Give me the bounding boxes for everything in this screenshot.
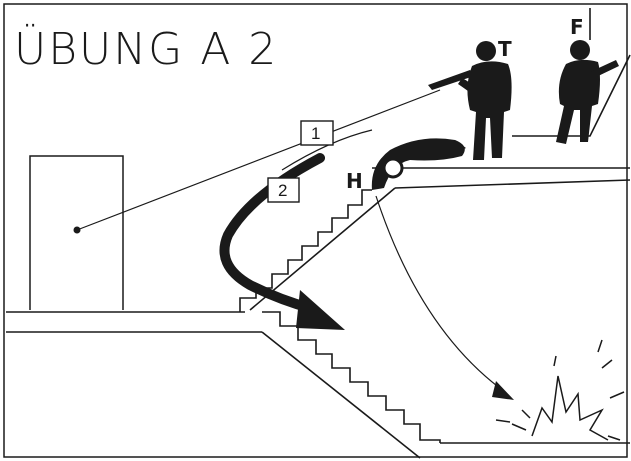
person-label-f: F [570, 15, 584, 39]
marker-1: 1 [300, 120, 334, 146]
svg-text:1: 1 [311, 124, 320, 143]
person-h-figure [371, 138, 466, 190]
page-title: ÜBUNG A 2 [14, 23, 278, 75]
line-of-sight-1 [76, 89, 441, 231]
trajectory-line [375, 195, 506, 393]
svg-text:2: 2 [278, 181, 287, 200]
person-label-t: T [498, 37, 512, 61]
person-f-figure [556, 40, 619, 144]
person-label-h: H [346, 169, 363, 193]
lower-staircase [262, 311, 441, 443]
door [29, 155, 124, 310]
explosion-icon [495, 339, 625, 441]
door-target-point [73, 226, 81, 234]
trajectory-arrow-head [492, 381, 514, 400]
movement-arrow-head [296, 290, 345, 330]
person-t-figure [428, 41, 512, 160]
building-structure [6, 8, 631, 459]
frame-border [3, 3, 628, 458]
marker-2: 2 [267, 177, 300, 203]
